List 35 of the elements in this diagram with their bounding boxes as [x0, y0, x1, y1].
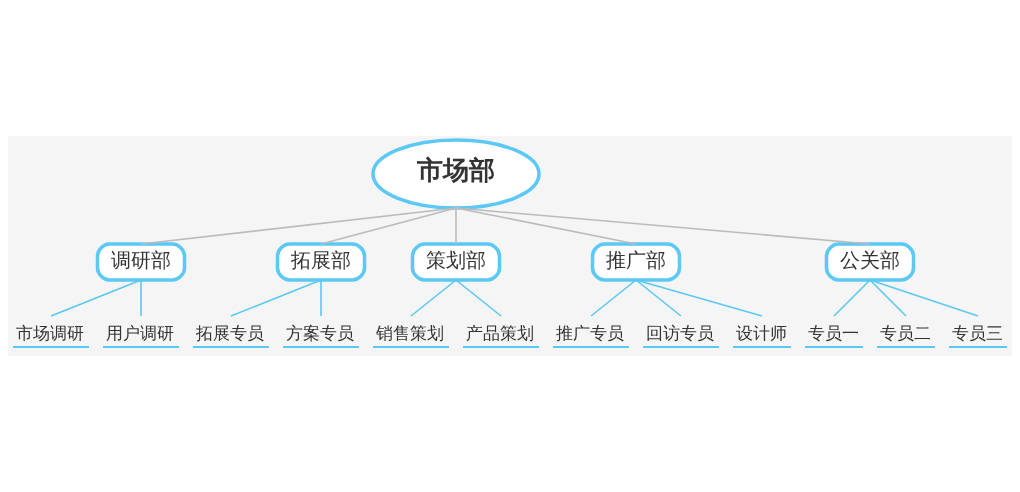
node-text: 专员三 — [952, 322, 1003, 343]
connector — [455, 207, 637, 245]
connector — [50, 279, 142, 317]
node-box: 推广部 — [590, 242, 682, 282]
node-text: 产品策划 — [466, 322, 534, 343]
connector — [140, 279, 142, 317]
node-box: 拓展部 — [275, 242, 367, 282]
node-text: 销售策划 — [376, 322, 444, 343]
connector — [455, 207, 457, 245]
connector — [140, 207, 457, 245]
node-text: 设计师 — [736, 322, 787, 343]
connector — [455, 279, 502, 317]
connector — [869, 279, 907, 317]
node-text: 推广专员 — [556, 322, 624, 343]
connector — [635, 279, 763, 317]
connector — [230, 279, 322, 317]
connector — [410, 279, 457, 317]
node-text: 用户调研 — [106, 322, 174, 343]
node-box: 调研部 — [95, 242, 187, 282]
node-box: 公关部 — [824, 242, 916, 282]
connector — [869, 279, 979, 317]
node-text: 方案专员 — [286, 322, 354, 343]
connector — [455, 207, 871, 245]
node-box: 策划部 — [410, 242, 502, 282]
node-text: 专员一 — [808, 322, 859, 343]
node-ellipse: 市场部 — [371, 138, 541, 210]
node-text: 拓展专员 — [196, 322, 264, 343]
node-text: 专员二 — [880, 322, 931, 343]
connector — [320, 207, 457, 245]
connector — [635, 279, 682, 317]
node-text: 市场调研 — [16, 322, 84, 343]
connector — [833, 279, 871, 317]
connector — [320, 279, 322, 317]
connector — [590, 279, 637, 317]
node-text: 回访专员 — [646, 322, 714, 343]
